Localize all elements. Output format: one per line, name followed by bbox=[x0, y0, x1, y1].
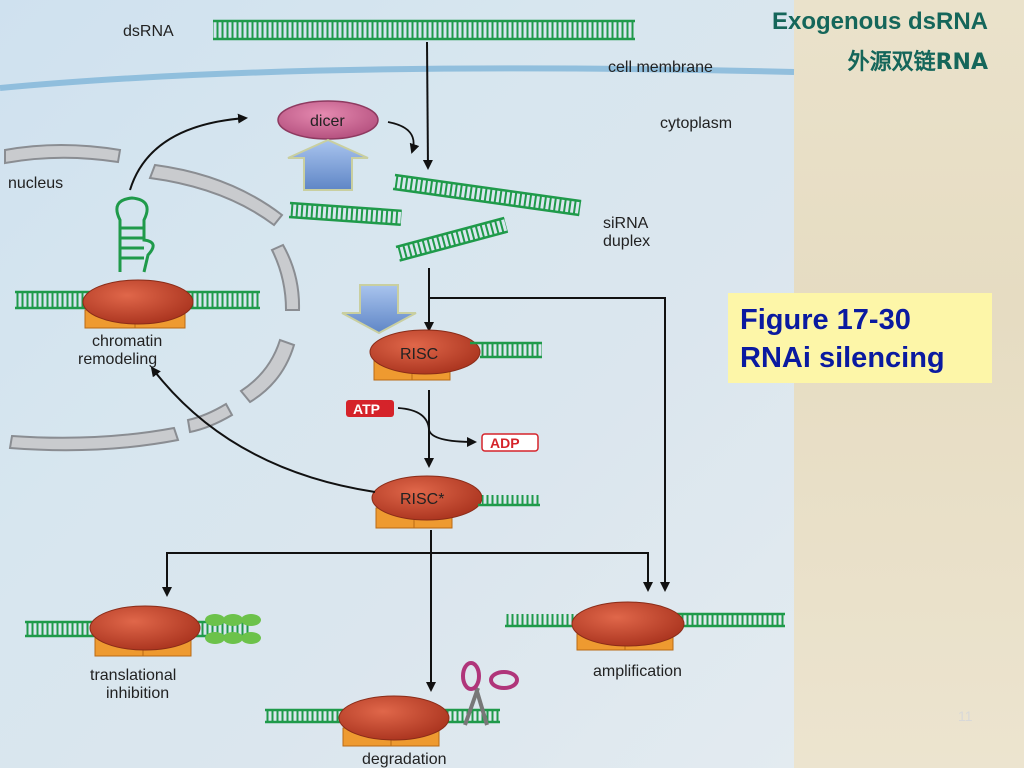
translational-label-line1: translational bbox=[90, 667, 176, 684]
adp-label: ADP bbox=[490, 435, 520, 451]
down-block-arrow bbox=[341, 284, 417, 335]
figure-caption-box: Figure 17-30 RNAi silencing bbox=[728, 293, 992, 383]
risc-label: RISC bbox=[400, 346, 438, 363]
slide-title-english: Exogenous dsRNA bbox=[771, 8, 988, 35]
dicer-label: dicer bbox=[310, 113, 345, 130]
amplification-complex bbox=[505, 601, 785, 651]
translational-label-line2: inhibition bbox=[106, 685, 169, 702]
amplification-label: amplification bbox=[593, 663, 682, 680]
background-texture bbox=[794, 0, 1024, 768]
dsrna-strand bbox=[213, 19, 635, 41]
degradation-label: degradation bbox=[362, 751, 447, 768]
sirna-label-line2: duplex bbox=[603, 233, 650, 250]
up-block-arrow bbox=[287, 138, 369, 191]
chromatin-label-line2: remodeling bbox=[78, 351, 157, 368]
risc-active-label: RISC* bbox=[400, 491, 444, 508]
degradation-complex bbox=[265, 695, 500, 747]
scissors-icon bbox=[461, 661, 519, 726]
slide-title-chinese: 外源双链RNA bbox=[847, 50, 988, 75]
caption-line-2: RNAi silencing bbox=[740, 342, 945, 374]
sirna-duplexes bbox=[288, 173, 582, 262]
cell-membrane-line bbox=[0, 65, 795, 91]
adp-badge bbox=[481, 433, 539, 452]
dsrna-label: dsRNA bbox=[123, 23, 174, 40]
chromatin-complex bbox=[15, 279, 260, 329]
caption-line-1: Figure 17-30 bbox=[740, 304, 911, 336]
cytoplasm-label: cytoplasm bbox=[660, 115, 732, 132]
page-number: 11 bbox=[958, 708, 973, 724]
cell-membrane-label: cell membrane bbox=[608, 59, 713, 76]
chromatin-label-line1: chromatin bbox=[92, 333, 162, 350]
atp-label: ATP bbox=[353, 401, 380, 417]
nucleus-label: nucleus bbox=[8, 175, 63, 192]
sirna-label-line1: siRNA bbox=[603, 215, 649, 232]
nuclear-envelope bbox=[4, 144, 301, 452]
hairpin-rna bbox=[115, 196, 155, 273]
atp-badge bbox=[346, 400, 394, 417]
translational-complex bbox=[25, 605, 261, 657]
risc-complex bbox=[369, 329, 542, 381]
risc-active-complex bbox=[371, 475, 540, 529]
